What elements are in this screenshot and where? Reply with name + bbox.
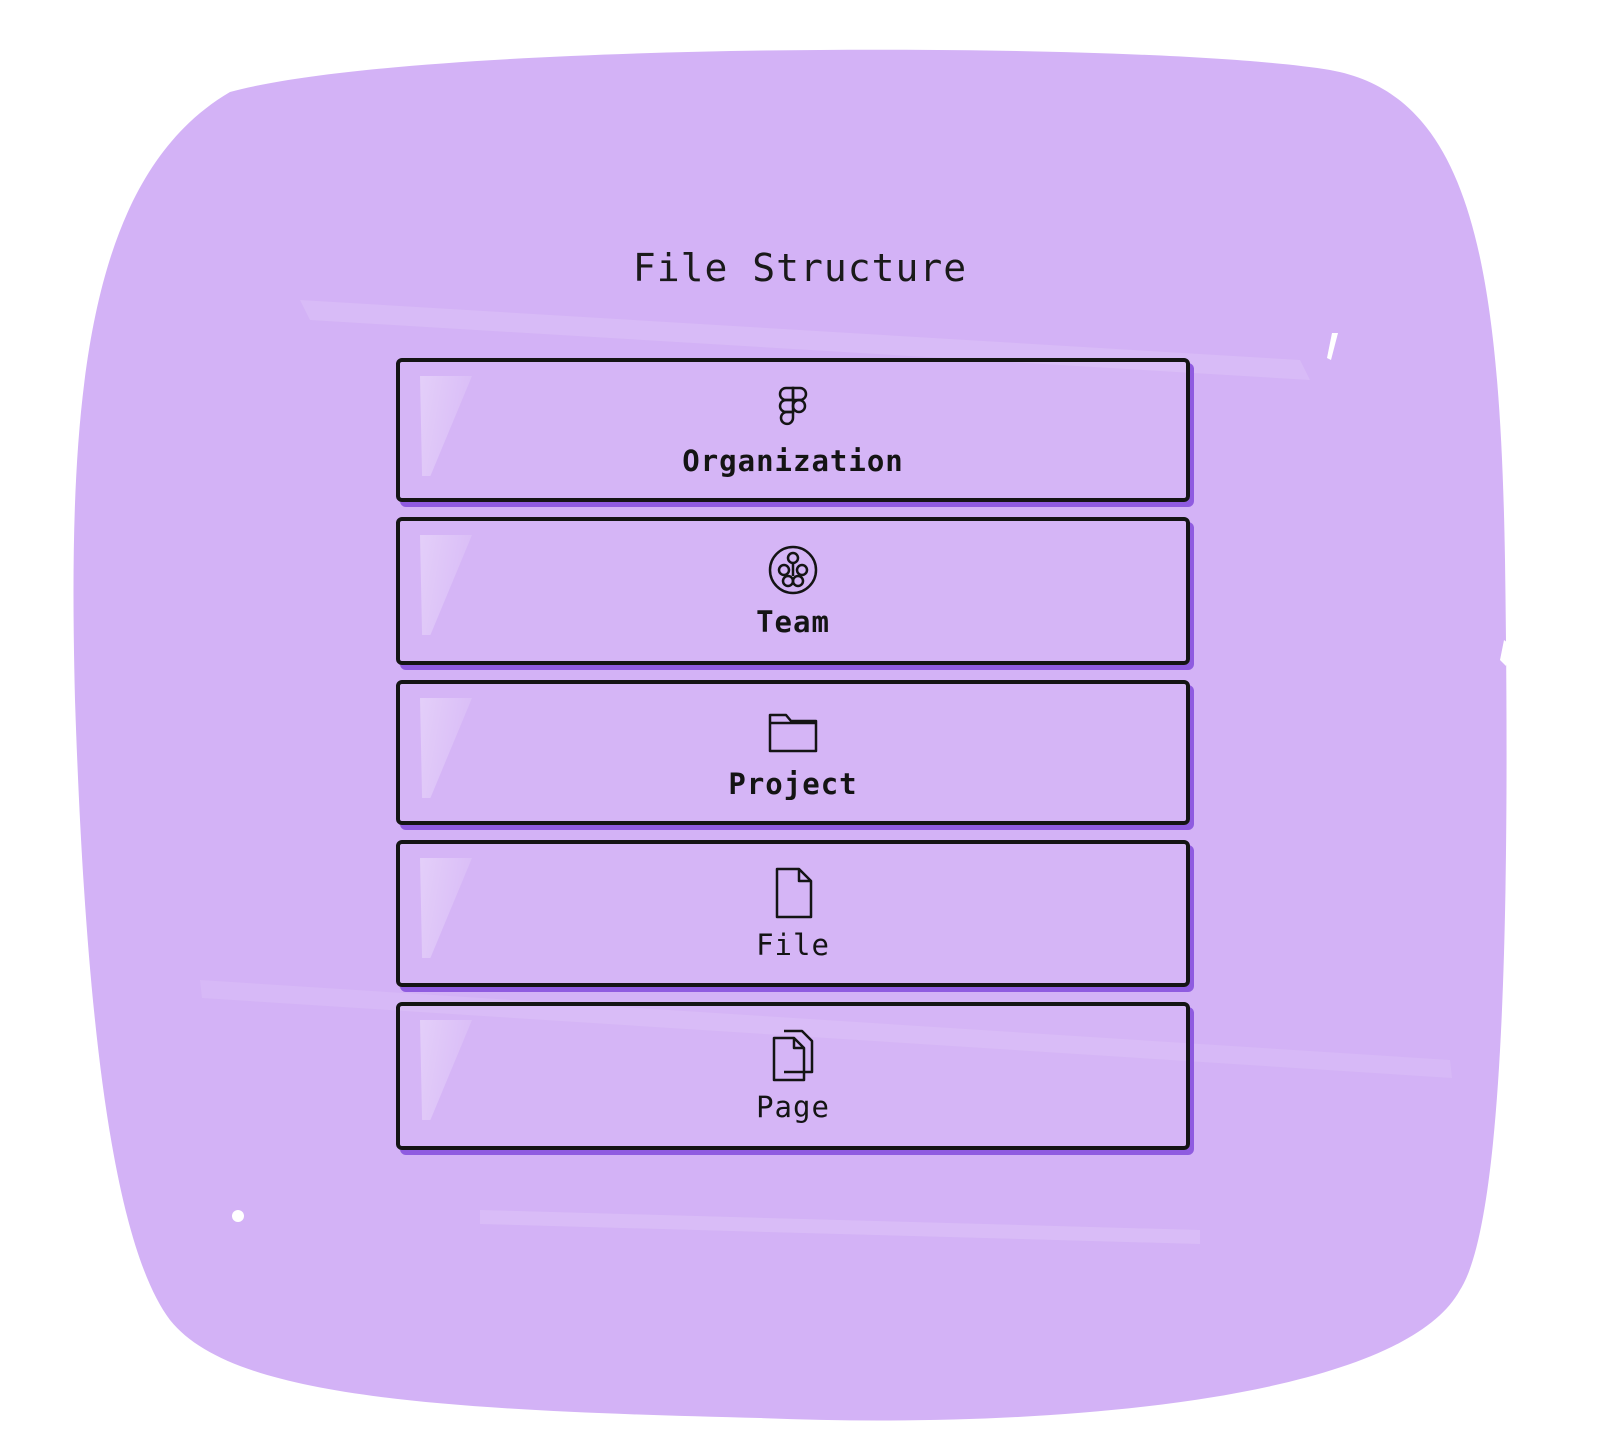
layer-label: Organization	[682, 444, 904, 478]
layer-label: File	[756, 927, 830, 962]
layer-organization: Organization	[396, 358, 1190, 502]
layer-team: Team	[396, 517, 1190, 665]
layer-project: Project	[396, 680, 1190, 825]
pages-icon	[772, 1029, 814, 1082]
folder-icon	[768, 713, 818, 752]
diagram-title: File Structure	[632, 246, 968, 290]
layer-label: Team	[756, 605, 830, 639]
layer-file: File	[396, 840, 1190, 987]
layer-label: Page	[756, 1090, 830, 1124]
layer-page: Page	[396, 1002, 1190, 1150]
file-icon	[775, 867, 813, 918]
team-icon	[768, 545, 818, 595]
layer-label: Project	[728, 766, 858, 801]
figma-logo-icon	[778, 386, 808, 426]
layer-stack: Organization Team	[396, 358, 1190, 1165]
